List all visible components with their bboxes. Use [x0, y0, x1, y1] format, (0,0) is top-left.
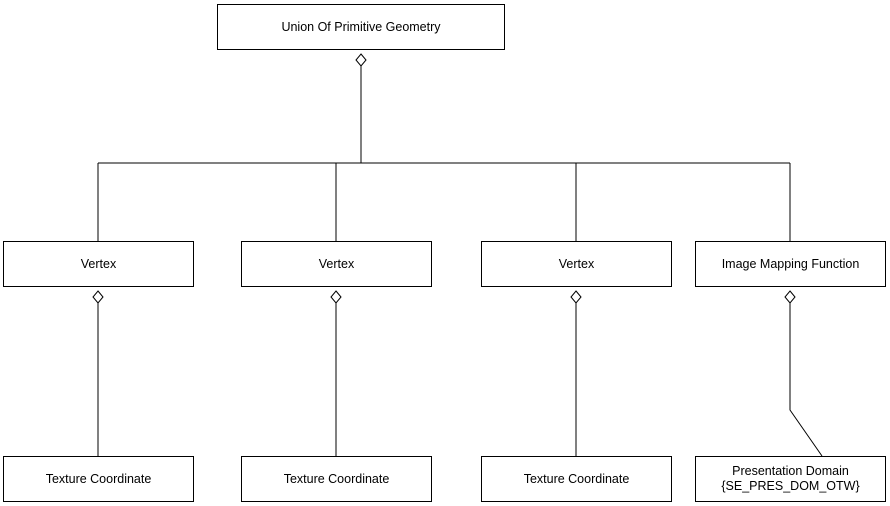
node-label: Presentation Domain — [732, 464, 849, 478]
edge-imf-presdom — [789, 303, 823, 457]
node-texture-coordinate-1[interactable]: Texture Coordinate — [3, 456, 194, 502]
node-label: Vertex — [558, 256, 595, 271]
aggregation-diamond-vertex3 — [570, 290, 582, 304]
node-label: Texture Coordinate — [523, 471, 630, 486]
node-texture-coordinate-2[interactable]: Texture Coordinate — [241, 456, 432, 502]
aggregation-diamond-vertex1 — [92, 290, 104, 304]
node-vertex-1[interactable]: Vertex — [3, 241, 194, 287]
node-union-of-primitive-geometry[interactable]: Union Of Primitive Geometry — [217, 4, 505, 50]
node-label: Vertex — [80, 256, 117, 271]
node-image-mapping-function[interactable]: Image Mapping Function — [695, 241, 886, 287]
node-label: Image Mapping Function — [721, 256, 860, 271]
node-vertex-2[interactable]: Vertex — [241, 241, 432, 287]
aggregation-diamond-imf — [784, 290, 796, 304]
node-texture-coordinate-3[interactable]: Texture Coordinate — [481, 456, 672, 502]
aggregation-diamond-root — [355, 53, 367, 67]
aggregation-diamond-vertex2 — [330, 290, 342, 304]
node-presentation-domain[interactable]: Presentation Domain {SE_PRES_DOM_OTW} — [695, 456, 886, 502]
node-label: Texture Coordinate — [45, 471, 152, 486]
node-label: Texture Coordinate — [283, 471, 390, 486]
node-label: Vertex — [318, 256, 355, 271]
node-vertex-3[interactable]: Vertex — [481, 241, 672, 287]
node-label-stereotype: {SE_PRES_DOM_OTW} — [721, 479, 860, 493]
node-label: Union Of Primitive Geometry — [281, 19, 441, 34]
